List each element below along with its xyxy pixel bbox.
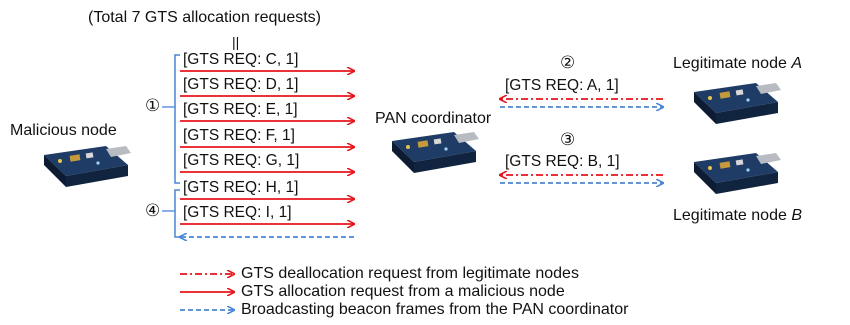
request-label-d: [GTS REQ: D, 1] [183,76,299,93]
pan-coordinator-board [392,132,479,173]
malicious-node-board [44,146,131,187]
group-label-1: ① [145,96,161,115]
group-label-4: ④ [145,201,161,220]
group-label-3: ③ [560,130,576,149]
bracket-group-4 [174,189,180,238]
group-label-2: ② [560,53,576,72]
legend-beacon-label: Broadcasting beacon frames from the PAN … [241,301,629,318]
legitimate-node-b-board [694,153,781,194]
request-label-a: [GTS REQ: A, 1] [505,77,619,94]
equals-marker: || [232,34,240,50]
legend-dealloc-label: GTS deallocation request from legitimate… [241,265,579,282]
total-requests-note: (Total 7 GTS allocation requests) [88,9,321,26]
legitimate-node-b-label: Legitimate node B [673,207,802,224]
request-label-e: [GTS REQ: E, 1] [183,101,298,118]
bracket-group-1 [174,54,180,184]
legitimate-node-a-label: Legitimate node A [673,55,802,72]
legend-alloc-label: GTS allocation request from a malicious … [241,283,565,300]
malicious-node-label: Malicious node [10,122,117,139]
request-label-f: [GTS REQ: F, 1] [183,127,295,144]
request-label-i: [GTS REQ: I, 1] [183,204,292,221]
request-label-b: [GTS REQ: B, 1] [505,153,620,170]
request-label-g: [GTS REQ: G, 1] [183,152,300,169]
request-label-c: [GTS REQ: C, 1] [183,51,299,68]
request-label-h: [GTS REQ: H, 1] [183,179,299,196]
pan-coordinator-label: PAN coordinator [375,110,492,127]
legitimate-node-a-board [694,83,781,124]
